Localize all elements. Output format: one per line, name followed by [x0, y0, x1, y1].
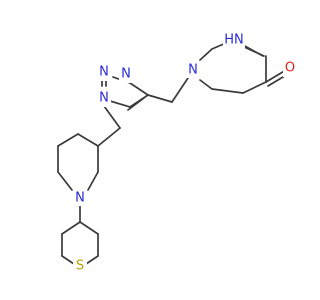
bond	[87, 171, 99, 191]
atom-o-carbonyl: O	[283, 60, 297, 77]
atom-label-o: O	[285, 61, 295, 76]
bond	[79, 221, 99, 235]
bond	[199, 79, 213, 90]
bond	[211, 88, 244, 94]
molecule-svg: HN N O N N N N S	[57, 32, 297, 274]
bond	[242, 81, 267, 94]
bond	[127, 97, 145, 111]
bond	[61, 221, 81, 235]
bond	[109, 100, 131, 108]
bond	[57, 133, 79, 147]
bond	[57, 171, 73, 191]
atom-label-n: N	[188, 63, 198, 78]
bond	[147, 94, 173, 103]
atom-n-triazole-3: N	[119, 66, 133, 83]
atom-n-triazole-1: N	[97, 90, 111, 107]
bond	[61, 255, 75, 265]
bond	[171, 77, 189, 103]
molecule-diagram: HN N O N N N N S	[57, 32, 297, 274]
atom-s-thiane: S	[73, 257, 87, 274]
atom-label-n: N	[75, 191, 85, 206]
atom-n-piperazinone: N	[186, 61, 200, 78]
atom-n-piperidine: N	[73, 189, 87, 206]
atom-label-n: N	[99, 65, 109, 80]
atom-hn: HN	[223, 32, 245, 49]
atom-label-n: N	[99, 91, 109, 106]
bond	[103, 105, 121, 129]
atom-label-hn: HN	[224, 33, 244, 48]
bond	[199, 48, 213, 61]
bond	[85, 255, 99, 265]
bond	[265, 69, 287, 83]
atom-label-s: S	[76, 259, 84, 274]
bond	[77, 133, 99, 147]
bond	[129, 82, 149, 96]
bond	[97, 127, 121, 147]
atom-n-triazole-2: N	[97, 64, 111, 81]
bond	[241, 45, 265, 57]
atom-label-n: N	[121, 67, 131, 82]
